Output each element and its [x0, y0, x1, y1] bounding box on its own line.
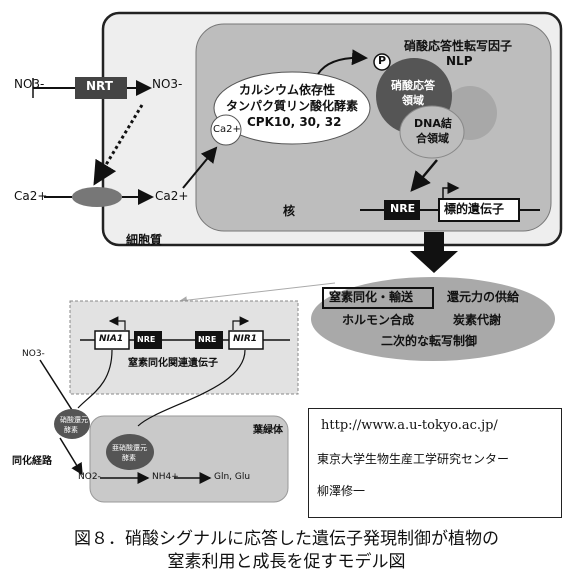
ca-outside: Ca2+ — [14, 189, 48, 203]
nucleus-label: 核 — [283, 204, 296, 218]
nre-label: NRE — [390, 202, 416, 215]
output-boxed — [322, 287, 434, 309]
nir1-label: NIR1 — [233, 334, 258, 344]
nia1-box — [94, 330, 130, 350]
phosphate-circle — [373, 53, 391, 71]
nitrite-reductase-line1: 亜硝酸還元 — [112, 444, 147, 452]
nlp-domain1-line1: 硝酸応答 — [391, 79, 435, 92]
output-item1: 窒素同化・輸送 — [329, 290, 414, 304]
target-gene-label: 標的遺伝子 — [444, 202, 505, 216]
target-gene-box — [438, 198, 520, 222]
output-item5: 二次的な転写制御 — [381, 334, 478, 348]
nitrate-reductase-line2: 酵素 — [64, 426, 78, 434]
ca-nucleus-circle — [210, 114, 242, 146]
nlp-dna-binding-domain — [399, 105, 465, 159]
nia1-label: NIA1 — [99, 334, 124, 344]
cpk-line2: タンパク質リン酸化酵素 — [226, 99, 359, 113]
nre2-box — [195, 331, 223, 349]
reference-url: http://www.a.u-tokyo.ac.jp/ — [321, 418, 498, 433]
cpk-line3: CPK10, 30, 32 — [247, 115, 342, 129]
nlp-domain2-line2: 合領域 — [416, 132, 449, 145]
nitrate-reductase-line1: 硝酸還元 — [60, 416, 88, 424]
nir1-box — [228, 330, 264, 350]
nh4-label: NH4+ — [152, 472, 179, 482]
ca-nucleus-label: Ca2+ — [213, 124, 241, 135]
figure-caption-line1: 図８．硝酸シグナルに応答した遺伝子発現制御が植物の — [74, 529, 499, 549]
reference-institution: 東京大学生物生産工学研究センター — [317, 452, 510, 466]
cytoplasm-label: 細胞質 — [126, 233, 163, 247]
no3-outside: NO3- — [14, 77, 45, 91]
detail-no3: NO3- — [22, 349, 45, 359]
cpk-ellipse — [213, 71, 371, 145]
nitrite-reductase-line2: 酵素 — [122, 454, 136, 462]
nre-box — [384, 200, 420, 220]
nitrite-reductase — [106, 434, 154, 470]
ca-inside: Ca2+ — [155, 189, 189, 203]
nlp-title-line2: NLP — [446, 54, 473, 68]
ca-channel — [72, 187, 122, 207]
reference-box: http://www.a.u-tokyo.ac.jp/ 東京大学生物生産工学研究… — [308, 408, 562, 518]
nrt-label: NRT — [86, 79, 113, 93]
nlp-domain2-line1: DNA結 — [414, 117, 452, 130]
output-item3: ホルモン合成 — [342, 313, 415, 327]
output-ellipse — [311, 277, 555, 361]
nre1-label: NRE — [137, 335, 156, 344]
chloroplast-label: 葉緑体 — [253, 425, 283, 436]
big-down-arrow — [410, 232, 458, 273]
nrt-transporter — [75, 77, 127, 99]
no2-label: NO2- — [78, 472, 101, 482]
reference-author: 柳澤修一 — [317, 484, 366, 498]
output-item4: 炭素代謝 — [453, 313, 502, 327]
output-item2: 還元力の供給 — [447, 290, 520, 304]
nlp-title-line1: 硝酸応答性転写因子 — [404, 39, 513, 53]
figure-caption-line2: 窒素利用と成長を促すモデル図 — [167, 552, 406, 572]
no3-inside: NO3- — [152, 77, 183, 91]
nre1-box — [134, 331, 162, 349]
nre2-label: NRE — [198, 335, 217, 344]
nlp-domain1-line2: 領域 — [402, 94, 424, 107]
cpk-line1: カルシウム依存性 — [239, 83, 336, 97]
pathway-label: 同化経路 — [12, 456, 52, 467]
gln-glu-label: Gln, Glu — [214, 472, 251, 482]
detail-genes-label: 窒素同化関連遺伝子 — [128, 358, 218, 369]
phosphate-label: P — [378, 54, 387, 67]
nitrate-reductase — [54, 409, 90, 439]
